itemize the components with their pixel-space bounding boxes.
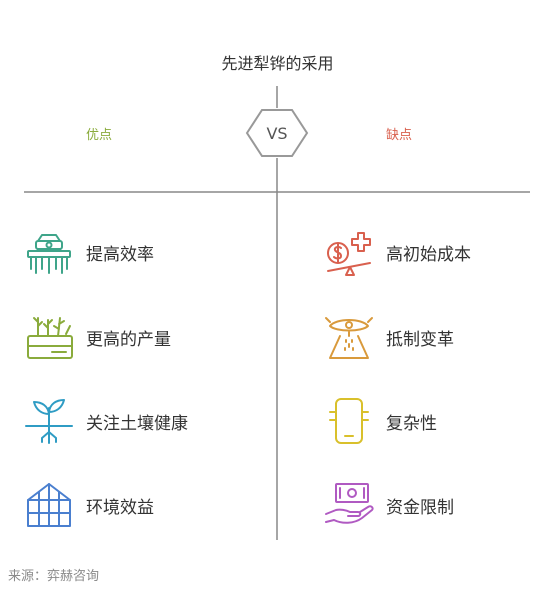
resisting-eye-icon <box>325 317 373 359</box>
cons-item-label: 抵制变革 <box>386 329 454 350</box>
cons-item-funding: 资金限制 <box>324 477 454 533</box>
greenhouse-icon <box>27 483 71 527</box>
cons-heading: 缺点 <box>386 128 413 143</box>
pros-item-label: 提高效率 <box>86 244 154 265</box>
vs-badge <box>245 109 309 157</box>
pros-item-label: 更高的产量 <box>86 329 171 350</box>
sprout-roots-icon <box>25 399 73 444</box>
pros-heading: 优点 <box>86 128 113 143</box>
pros-item-label: 关注土壤健康 <box>86 413 188 434</box>
pros-item-label: 环境效益 <box>86 497 154 518</box>
dollar-balance-icon <box>327 232 371 276</box>
diagram-title: 先进犁铧的采用 <box>221 54 334 73</box>
cons-item-resist-change: 抵制变革 <box>324 309 454 365</box>
pros-item-soil-health: 关注土壤健康 <box>24 393 188 449</box>
vs-text: VS <box>266 124 287 143</box>
cons-item-label: 复杂性 <box>386 413 437 434</box>
pros-item-yield: 更高的产量 <box>24 309 171 365</box>
cons-item-label: 高初始成本 <box>386 244 471 265</box>
source-note: 来源：弈赫咨询 <box>8 569 100 584</box>
device-icon <box>329 398 369 444</box>
money-hand-icon <box>325 483 374 524</box>
pros-item-environment: 环境效益 <box>24 477 154 533</box>
cons-item-complexity: 复杂性 <box>324 393 437 449</box>
crop-box-icon <box>27 317 73 359</box>
tractor-icon <box>27 234 71 274</box>
pros-item-efficiency: 提高效率 <box>24 224 154 280</box>
cons-item-label: 资金限制 <box>386 497 454 518</box>
cons-item-initial-cost: 高初始成本 <box>324 224 471 280</box>
